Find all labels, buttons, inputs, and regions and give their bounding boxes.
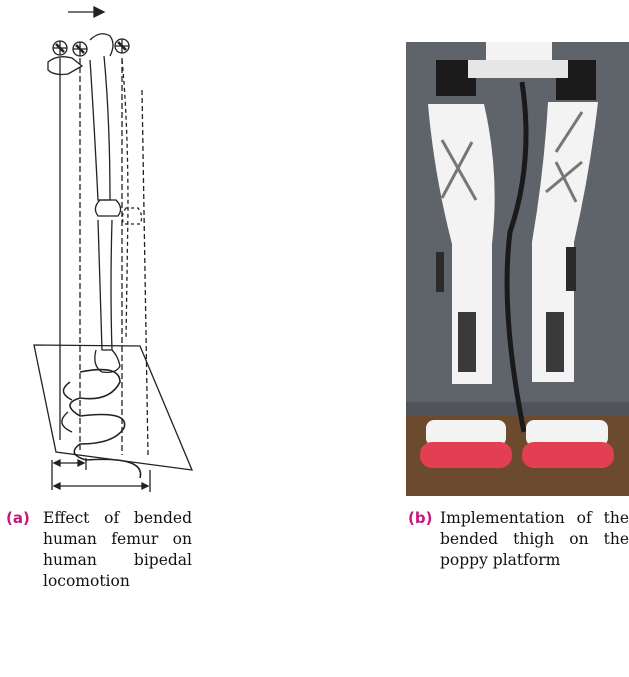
figure-b: (b) Implementation of the bended thigh o… [398, 0, 629, 677]
caption-b-text: Implementation of the bended thigh on th… [440, 508, 629, 571]
figure-a: (a) Effect of bended human femur on huma… [0, 0, 210, 677]
bended-femur-sketch [30, 0, 200, 500]
caption-b-label: (b) [408, 508, 432, 529]
caption-a-text: Effect of bended human femur on human bi… [43, 508, 192, 592]
caption-a-label: (a) [6, 508, 30, 529]
poppy-robot-photo [406, 42, 629, 496]
